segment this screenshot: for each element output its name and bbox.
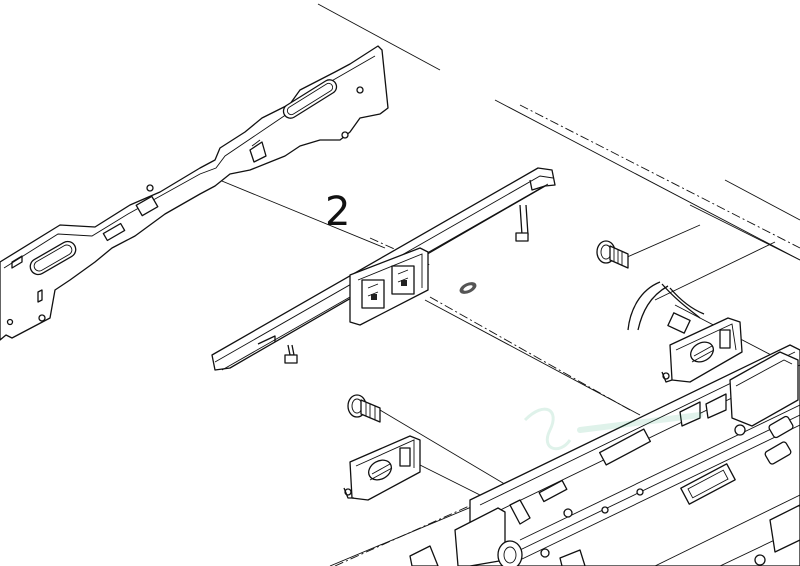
leader-line bbox=[689, 204, 800, 261]
watermark bbox=[523, 407, 703, 451]
callout-label-2: 2 bbox=[325, 189, 351, 235]
side-plate bbox=[0, 45, 389, 341]
sensor-bracket-lower bbox=[343, 435, 421, 501]
leader-line bbox=[654, 241, 776, 301]
screw-lower bbox=[347, 394, 381, 423]
frame-assembly bbox=[409, 344, 800, 566]
stay-rail bbox=[211, 167, 556, 371]
leader-line bbox=[494, 99, 800, 261]
leader-line bbox=[624, 224, 701, 259]
center-line bbox=[429, 296, 631, 411]
leader-line bbox=[199, 171, 386, 249]
spring bbox=[459, 282, 477, 294]
center-line bbox=[519, 104, 800, 249]
harness-connector bbox=[627, 281, 705, 334]
leader-line bbox=[724, 179, 800, 221]
screw-upper bbox=[596, 240, 629, 269]
leader-line bbox=[317, 3, 441, 71]
sensor-bracket-upper bbox=[661, 317, 743, 383]
